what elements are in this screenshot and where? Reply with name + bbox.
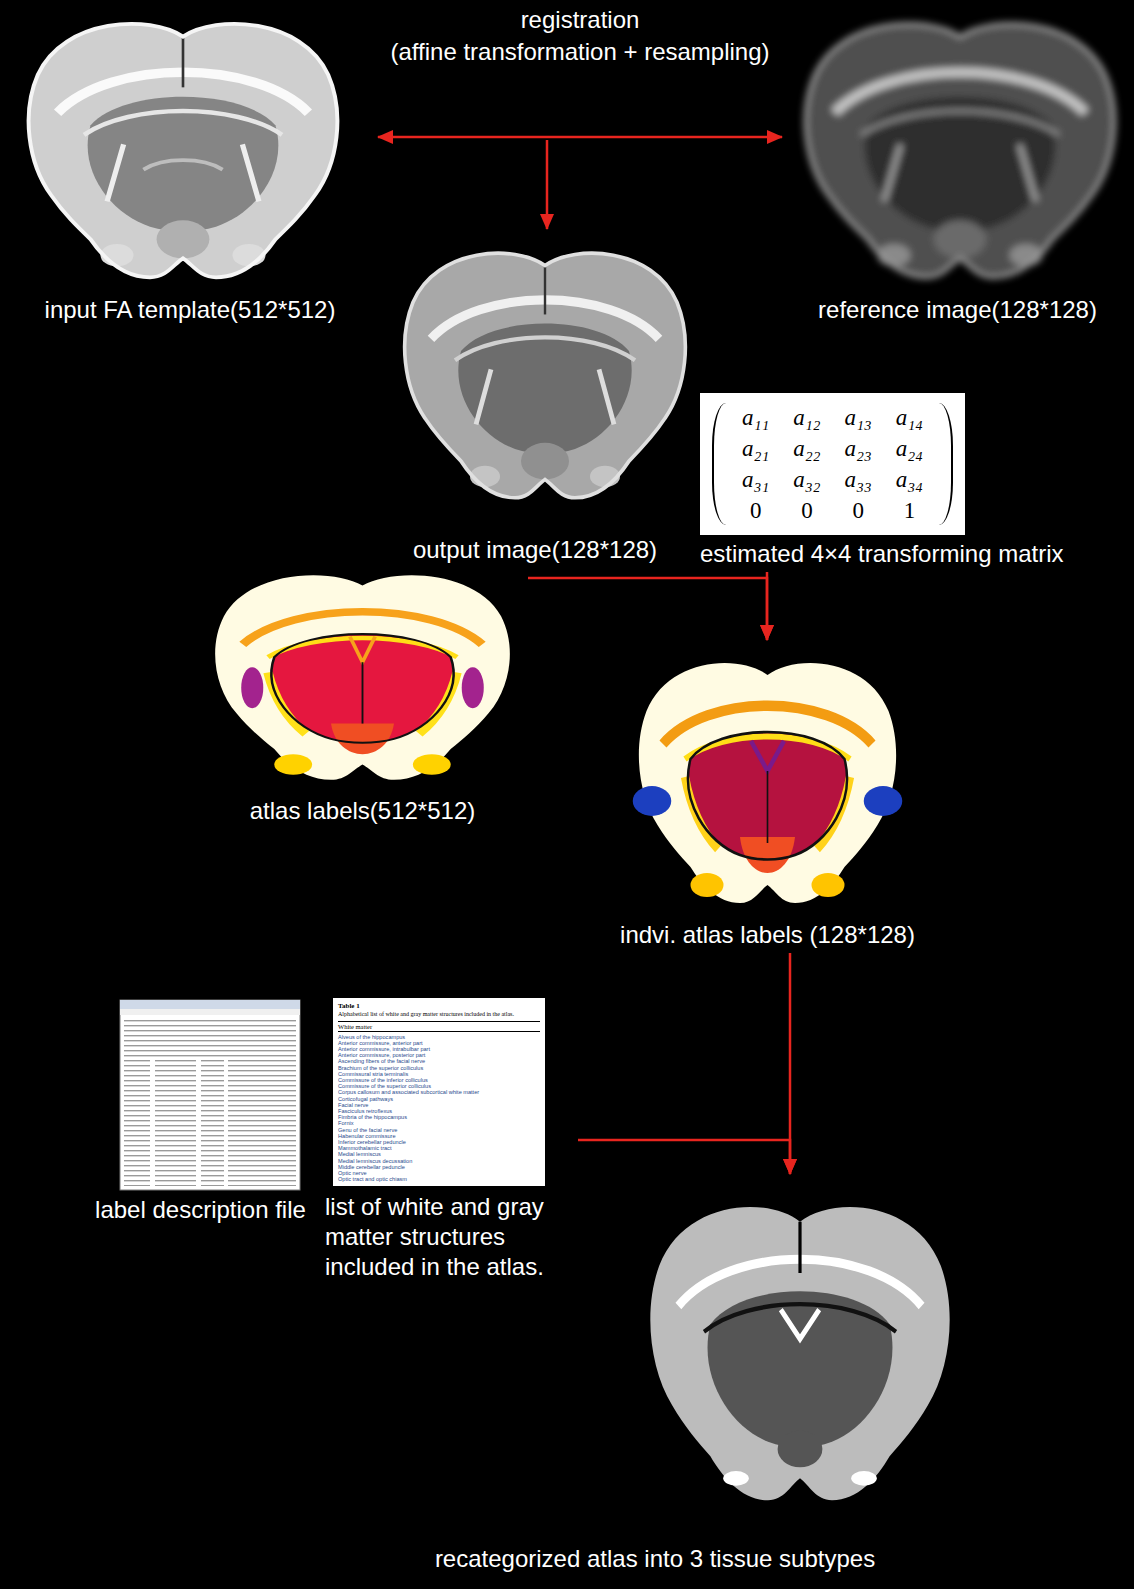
- image-area: [78, 998, 323, 1195]
- table-text: Anterior commissure, intrabulbar part: [338, 1046, 540, 1052]
- flow-arrow: [546, 140, 549, 229]
- matrix-entry: a₃₂: [781, 464, 832, 495]
- image-area: [390, 1176, 920, 1544]
- table-text: Middle cerebellar peduncle: [338, 1164, 540, 1170]
- table-text: Commissure of the superior colliculus: [338, 1083, 540, 1089]
- table-text: Corticofugal pathways: [338, 1096, 540, 1102]
- tissue-image: [650, 1207, 949, 1500]
- image-panel: label description file: [78, 998, 323, 1225]
- table-text: Fornix: [338, 1120, 540, 1126]
- image-area: [385, 232, 685, 535]
- image-panel: reference image(128*128): [785, 3, 1130, 325]
- table-text: Fasciculus retroflexus: [338, 1108, 540, 1114]
- image-area: [785, 3, 1130, 295]
- caption: estimated 4×4 transforming matrix: [700, 539, 1063, 569]
- matrix-entry: 0: [730, 495, 781, 526]
- matrix-entry: a₁₄: [884, 402, 935, 433]
- label-line: (affine transformation + resampling): [390, 38, 769, 65]
- table-text: Habenular commissure: [338, 1133, 540, 1139]
- table-thumbnail: Table 1Alphabetical list of white and gr…: [325, 998, 575, 1282]
- matrix-entry: a₂₂: [781, 433, 832, 464]
- edge-label: registration (affine transformation + re…: [310, 4, 850, 68]
- table-text: Corpus callosum and associated subcortic…: [338, 1089, 540, 1095]
- table-text: Inferior cerebellar peduncle: [338, 1139, 540, 1145]
- matrix-entry: a₁₃: [833, 402, 884, 433]
- caption: label description file: [95, 1195, 306, 1225]
- flow-arrow: [578, 1140, 790, 1174]
- matrix-entry: a₂₄: [884, 433, 935, 464]
- flow-arrow: [378, 136, 782, 139]
- atlas-image: [633, 663, 903, 903]
- image-panel: recategorized atlas into 3 tissue subtyp…: [390, 1176, 920, 1574]
- caption: reference image(128*128): [818, 295, 1097, 325]
- matrix-entry: a₂₁: [730, 433, 781, 464]
- label-line: registration: [310, 4, 850, 36]
- matrix-frame: a₁₁a₁₂a₁₃a₁₄a₂₁a₂₂a₂₃a₂₄a₃₁a₃₂a₃₃a₃₄0001: [700, 393, 965, 535]
- table-text: Brachium of the superior colliculus: [338, 1065, 540, 1071]
- table-text: Medial lemniscus decussation: [338, 1158, 540, 1164]
- table-text: White matter: [338, 1021, 540, 1032]
- table-text: Alphabetical list of white and gray matt…: [338, 1011, 540, 1019]
- table-text: Facial nerve: [338, 1102, 540, 1108]
- table-text: Ascending fibers of the facial nerve: [338, 1058, 540, 1064]
- caption: output image(128*128): [413, 535, 657, 565]
- matrix-entry: a₁₂: [781, 402, 832, 433]
- matrix-entry: 1: [884, 495, 935, 526]
- flow-arrow: [528, 578, 767, 640]
- matrix-entry: a₃₁: [730, 464, 781, 495]
- matrix-entry: a₃₄: [884, 464, 935, 495]
- fa-image: [29, 24, 338, 277]
- matrix-entry: a₂₃: [833, 433, 884, 464]
- image-panel: output image(128*128): [385, 232, 685, 565]
- atlas-image: [215, 575, 510, 780]
- bracket: [939, 403, 953, 525]
- screenshot: [120, 1000, 300, 1190]
- table-text: Genu of the facial nerve: [338, 1127, 540, 1133]
- table-text: Fimbria of the hippocampus: [338, 1114, 540, 1120]
- table-page: Table 1Alphabetical list of white and gr…: [333, 998, 545, 1186]
- image-area: [5, 3, 375, 295]
- table-text: Alveus of the hippocampus: [338, 1034, 540, 1040]
- image-panel: indvi. atlas labels (128*128): [595, 642, 940, 950]
- image-area: [200, 556, 525, 796]
- table-text: Medial lemniscus: [338, 1151, 540, 1157]
- table-text: Table 1: [338, 1002, 540, 1011]
- table-text: Commissural stria terminalis: [338, 1071, 540, 1077]
- image-area: [595, 642, 940, 920]
- table-text: Mammothalamic tract: [338, 1145, 540, 1151]
- table-text: Commissure of the inferior colliculus: [338, 1077, 540, 1083]
- caption: indvi. atlas labels (128*128): [620, 920, 915, 950]
- table-text: Anterior commissure, posterior part: [338, 1052, 540, 1058]
- caption: input FA template(512*512): [45, 295, 336, 325]
- table-text: Optic nerve: [338, 1170, 540, 1176]
- matrix-grid: a₁₁a₁₂a₁₃a₁₄a₂₁a₂₂a₂₃a₂₄a₃₁a₃₂a₃₃a₃₄0001: [730, 402, 935, 526]
- caption: list of white and gray matter structures…: [325, 1192, 575, 1282]
- image-panel: input FA template(512*512): [5, 3, 375, 325]
- table-text: Anterior commissure, anterior part: [338, 1040, 540, 1046]
- matrix-entry: a₃₃: [833, 464, 884, 495]
- matrix-entry: 0: [833, 495, 884, 526]
- matrix-entry: a₁₁: [730, 402, 781, 433]
- matrix-box: a₁₁a₁₂a₁₃a₁₄a₂₁a₂₂a₂₃a₂₄a₃₁a₃₂a₃₃a₃₄0001…: [700, 393, 1073, 569]
- fa-image: [806, 24, 1115, 277]
- caption: recategorized atlas into 3 tissue subtyp…: [435, 1544, 875, 1574]
- table-text: Optic tract and optic chiasm: [338, 1176, 540, 1182]
- fa-image: [405, 253, 686, 498]
- image-panel: atlas labels(512*512): [200, 556, 525, 826]
- caption: atlas labels(512*512): [250, 796, 475, 826]
- matrix-entry: 0: [781, 495, 832, 526]
- bracket: [712, 403, 726, 525]
